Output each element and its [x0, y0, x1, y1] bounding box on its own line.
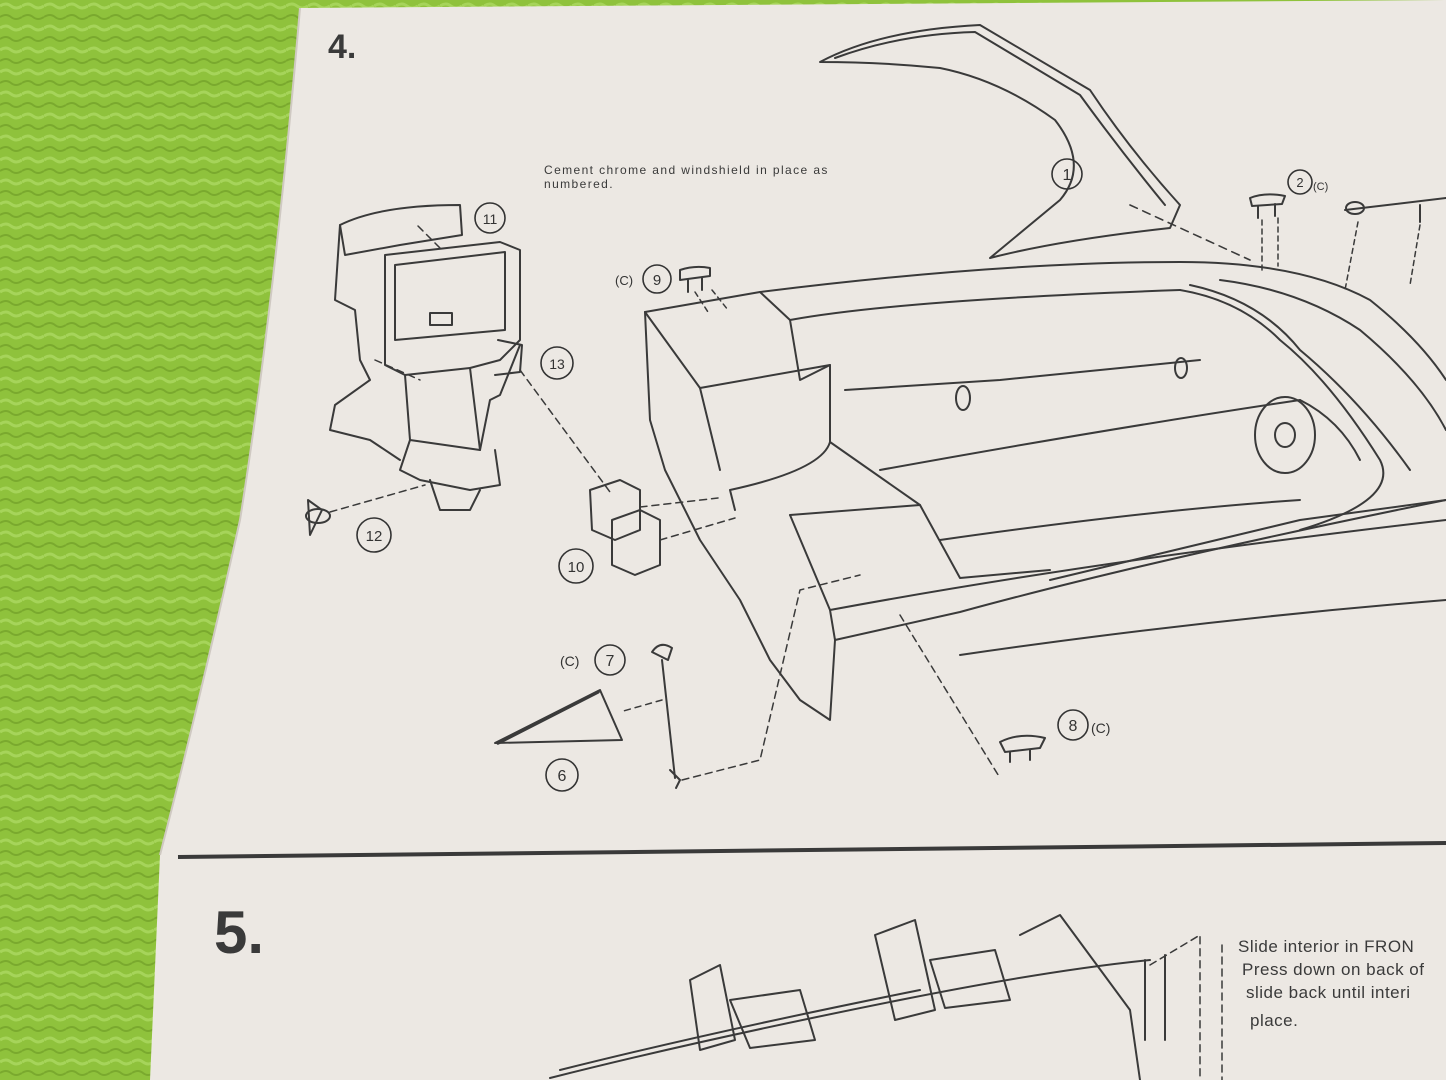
callout-label-1: 1	[1063, 167, 1072, 184]
windshield-part	[819, 24, 1181, 259]
transom-brackets	[589, 479, 661, 576]
cleat-part-8	[999, 734, 1046, 763]
flag-part	[494, 689, 623, 745]
step-5-caption-line-2: Press down on back of	[1242, 960, 1425, 979]
boat-hull	[644, 261, 1446, 721]
callout-label-11: 11	[483, 211, 498, 227]
step-5-number: 5.	[214, 899, 265, 966]
callout-circle-10	[558, 548, 594, 584]
callout-circle-6	[545, 758, 579, 792]
step-divider	[177, 841, 1446, 859]
cleat-part-9	[679, 265, 711, 293]
callout-circle-2	[1287, 169, 1313, 195]
callout-label-9: 9	[653, 272, 661, 289]
callout-circle-11	[474, 202, 506, 234]
callout-circle-8	[1057, 709, 1089, 741]
cleat-part-2	[1249, 193, 1446, 223]
callout-suffix-8: (C)	[1091, 720, 1110, 736]
step-5-caption-line-1: Slide interior in FRON	[1238, 937, 1415, 956]
step-5-seats-drawing	[549, 914, 1166, 1080]
callout-label-12: 12	[366, 528, 383, 545]
callout-prefix-9: (C)	[615, 273, 633, 288]
callout-circle-7	[594, 644, 626, 676]
callout-circle-9	[642, 264, 672, 294]
flag-pole-part	[651, 643, 681, 789]
propeller-part	[305, 499, 331, 536]
callout-label-13: 13	[549, 356, 565, 372]
instruction-sheet	[150, 0, 1446, 1080]
callout-label-8: 8	[1069, 718, 1078, 735]
callout-circle-1	[1051, 158, 1083, 190]
callout-label-2: 2	[1296, 175, 1303, 190]
callout-circle-12	[356, 517, 392, 553]
step-4-caption-line-1: Cement chrome and windshield in place as	[544, 163, 829, 177]
outboard-motor	[329, 204, 523, 511]
step-5-caption-line-4: place.	[1250, 1011, 1299, 1030]
callout-circle-13	[540, 346, 574, 380]
callout-suffix-2: (C)	[1313, 181, 1328, 193]
callout-label-6: 6	[558, 768, 567, 785]
step-4-caption-line-2: numbered.	[544, 177, 614, 191]
step-4-number: 4.	[328, 28, 357, 66]
callout-label-10: 10	[568, 559, 585, 576]
step-5-caption-line-3: slide back until interi	[1246, 983, 1411, 1002]
callout-label-7: 7	[606, 653, 615, 670]
callout-prefix-7: (C)	[560, 653, 579, 669]
